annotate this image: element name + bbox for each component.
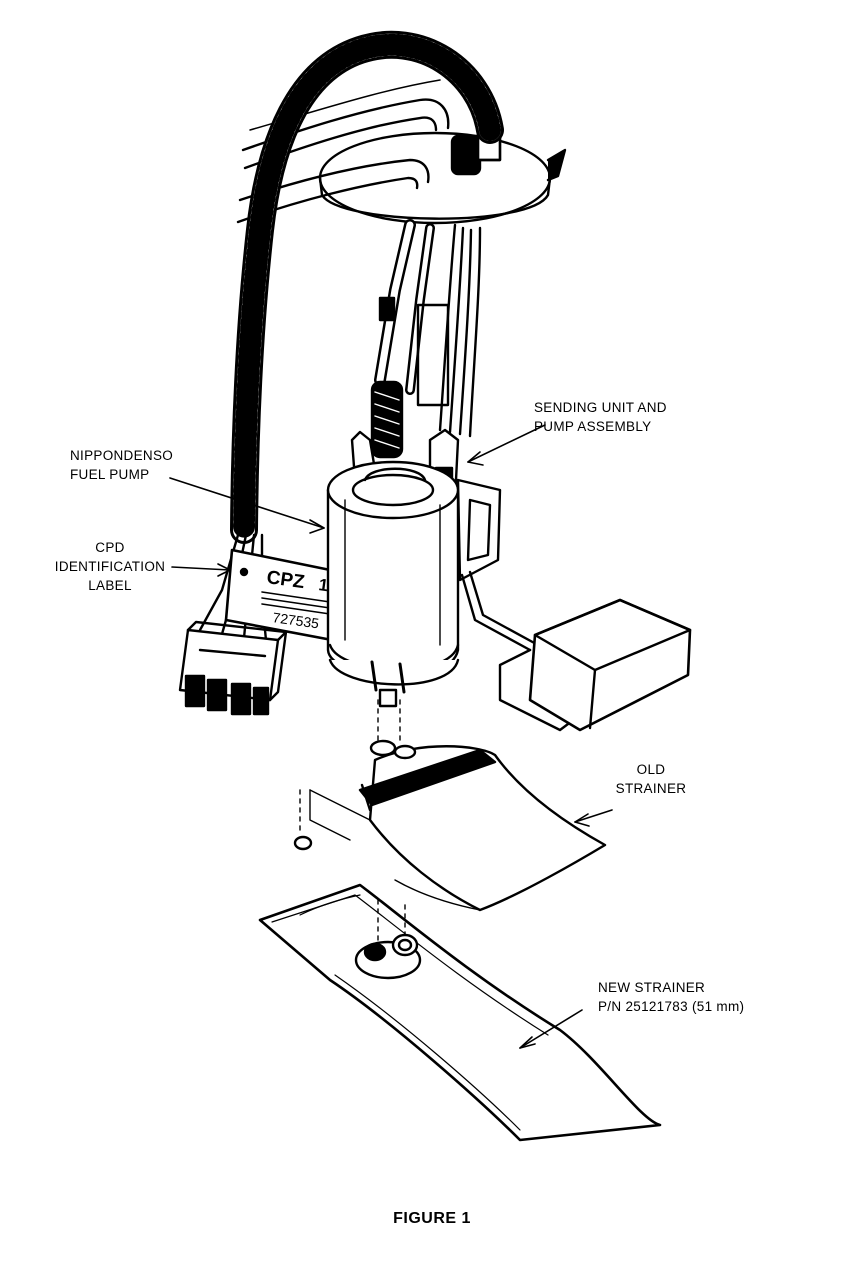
figure-caption: FIGURE 1 — [393, 1210, 471, 1227]
mounting-flange — [318, 124, 567, 225]
leader-lines — [169, 424, 613, 1049]
callout-fuel-pump-line2: FUEL PUMP — [70, 467, 150, 482]
callout-cpd-label-line3: LABEL — [88, 578, 132, 593]
callout-old-strainer-line2: STRAINER — [615, 781, 687, 796]
callout-old-strainer: OLD STRAINER — [606, 760, 696, 798]
id-tag-part-number: 727535 — [272, 609, 321, 631]
leader-cpd-label — [171, 566, 231, 571]
leader-old-strainer — [574, 809, 613, 823]
wiring-harness-loom — [230, 30, 504, 544]
callout-cpd-label-line1: CPD — [95, 540, 125, 555]
pump-bracket-tubes — [374, 219, 482, 438]
callout-cpd-label-line2: IDENTIFICATION — [54, 559, 166, 574]
leader-new-strainer — [519, 1009, 583, 1049]
callout-sending-unit: SENDING UNIT AND PUMP ASSEMBLY — [534, 398, 667, 436]
callout-fuel-pump: NIPPONDENSO FUEL PUMP — [70, 446, 173, 484]
callout-new-strainer-line2: P/N 25121783 (51 mm) — [598, 999, 745, 1014]
callout-new-strainer: NEW STRAINER P/N 25121783 (51 mm) — [598, 978, 744, 1016]
id-tag-barcode — [261, 591, 331, 615]
callout-cpd-label: CPD IDENTIFICATION LABEL — [52, 538, 168, 595]
callout-old-strainer-line1: OLD — [636, 762, 666, 777]
callout-new-strainer-line1: NEW STRAINER — [598, 980, 706, 995]
callout-fuel-pump-line1: NIPPONDENSO — [70, 448, 174, 463]
callout-sending-unit-line2: PUMP ASSEMBLY — [534, 419, 652, 434]
leader-fuel-pump — [169, 477, 325, 529]
sending-unit-float — [456, 478, 692, 732]
callout-sending-unit-line1: SENDING UNIT AND — [534, 400, 667, 415]
old-strainer — [293, 699, 607, 912]
fuel-pump-body — [326, 460, 460, 708]
leader-sending-unit — [467, 424, 546, 463]
new-strainer — [258, 883, 662, 1142]
